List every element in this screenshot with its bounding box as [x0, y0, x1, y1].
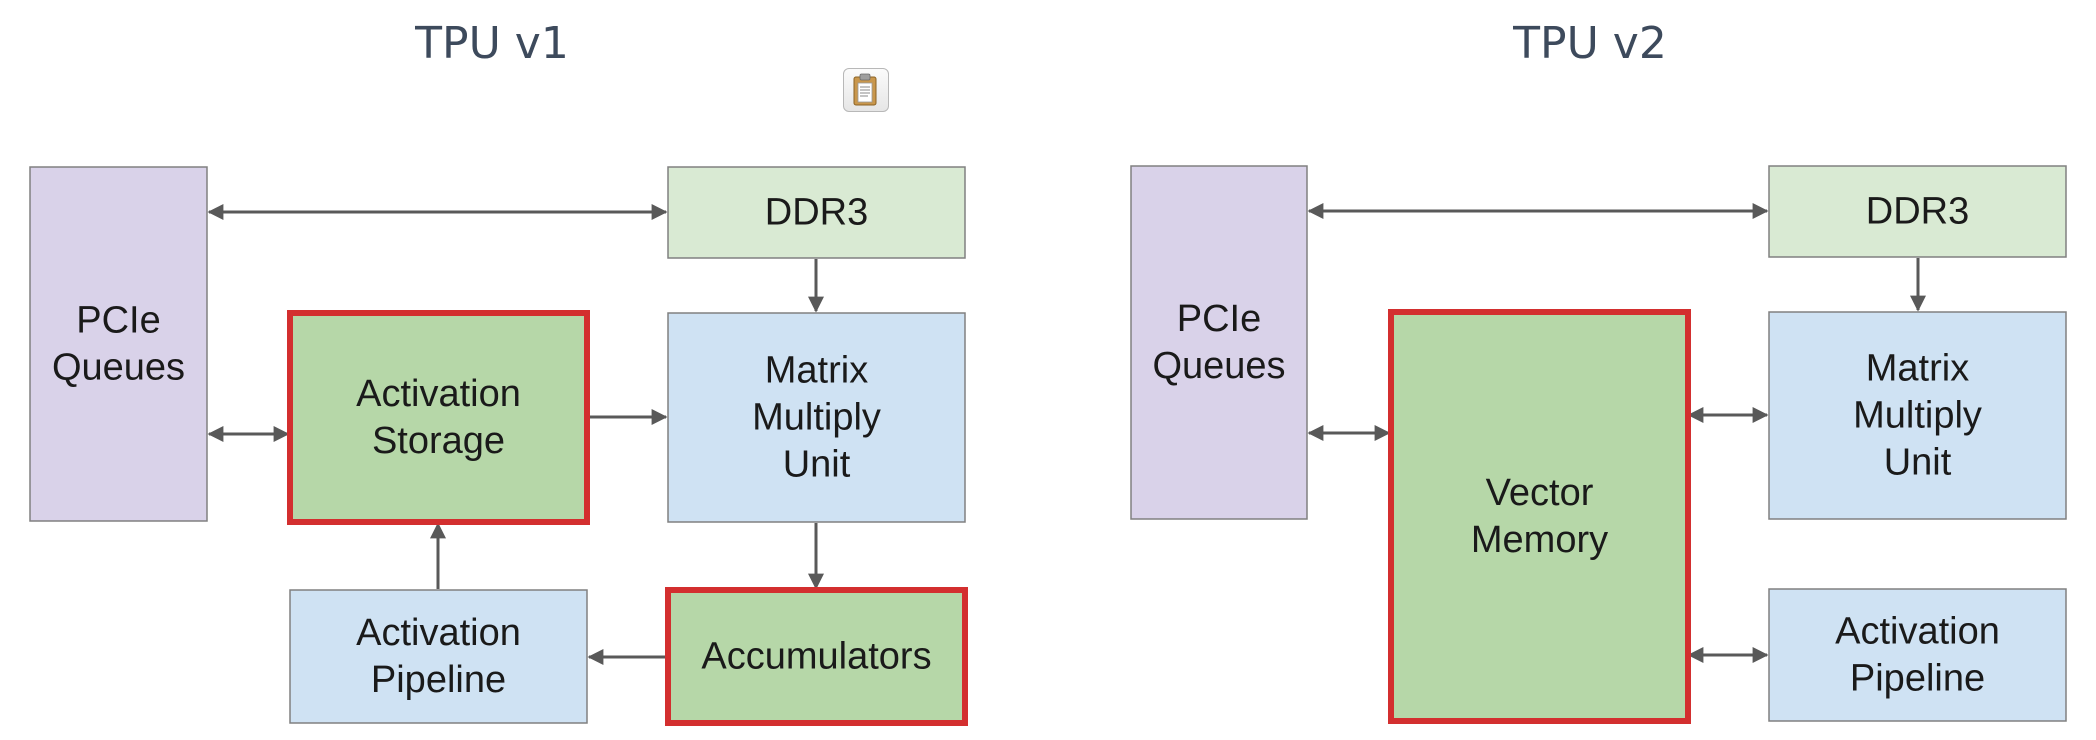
node-label: DDR3 [765, 192, 868, 234]
node-label: PCIe [76, 300, 160, 342]
node-box-ddr3 [667, 166, 966, 259]
node-label: DDR3 [1866, 191, 1969, 233]
node-label: Unit [783, 444, 851, 486]
node-label: Activation [1835, 611, 2000, 653]
node-label: Queues [1152, 345, 1285, 387]
node-box-activation-pipeline [289, 589, 588, 724]
node-label: Activation [356, 373, 521, 415]
node-box-activation-storage [287, 310, 590, 525]
node-label: Pipeline [1850, 658, 1985, 700]
node-label: Vector [1486, 472, 1594, 514]
node-label: Memory [1471, 519, 1608, 561]
diagram-title-tpu-v1: TPU v1 [415, 18, 569, 69]
node-box-vector-memory [1388, 309, 1691, 724]
node-label: PCIe [1177, 298, 1261, 340]
node-label: Accumulators [701, 636, 931, 678]
node-box-accumulators [665, 587, 968, 726]
diagram-v1: PCIeQueuesDDR3ActivationStorageMatrixMul… [29, 166, 968, 726]
node-label: Multiply [752, 397, 881, 439]
node-accumulators: Accumulators [665, 587, 968, 726]
node-ddr3: DDR3 [667, 166, 966, 259]
node-box-pcie [1130, 165, 1308, 520]
node-ddr3: DDR3 [1768, 165, 2067, 258]
node-label: Multiply [1853, 395, 1982, 437]
node-label: Unit [1884, 442, 1952, 484]
node-box-matrix-multiply-unit [1768, 311, 2067, 520]
node-label: Activation [356, 612, 521, 654]
node-box-activation-pipeline [1768, 588, 2067, 722]
node-label: Matrix [765, 350, 868, 392]
node-label: Storage [372, 420, 505, 462]
node-label: Matrix [1866, 348, 1969, 390]
node-label: Pipeline [371, 659, 506, 701]
node-box-ddr3 [1768, 165, 2067, 258]
diagram-title-tpu-v2: TPU v2 [1513, 18, 1667, 69]
node-box-pcie [29, 166, 208, 522]
node-box-matrix-multiply-unit [667, 312, 966, 523]
clipboard-icon[interactable] [843, 68, 889, 112]
node-label: Queues [52, 347, 185, 389]
